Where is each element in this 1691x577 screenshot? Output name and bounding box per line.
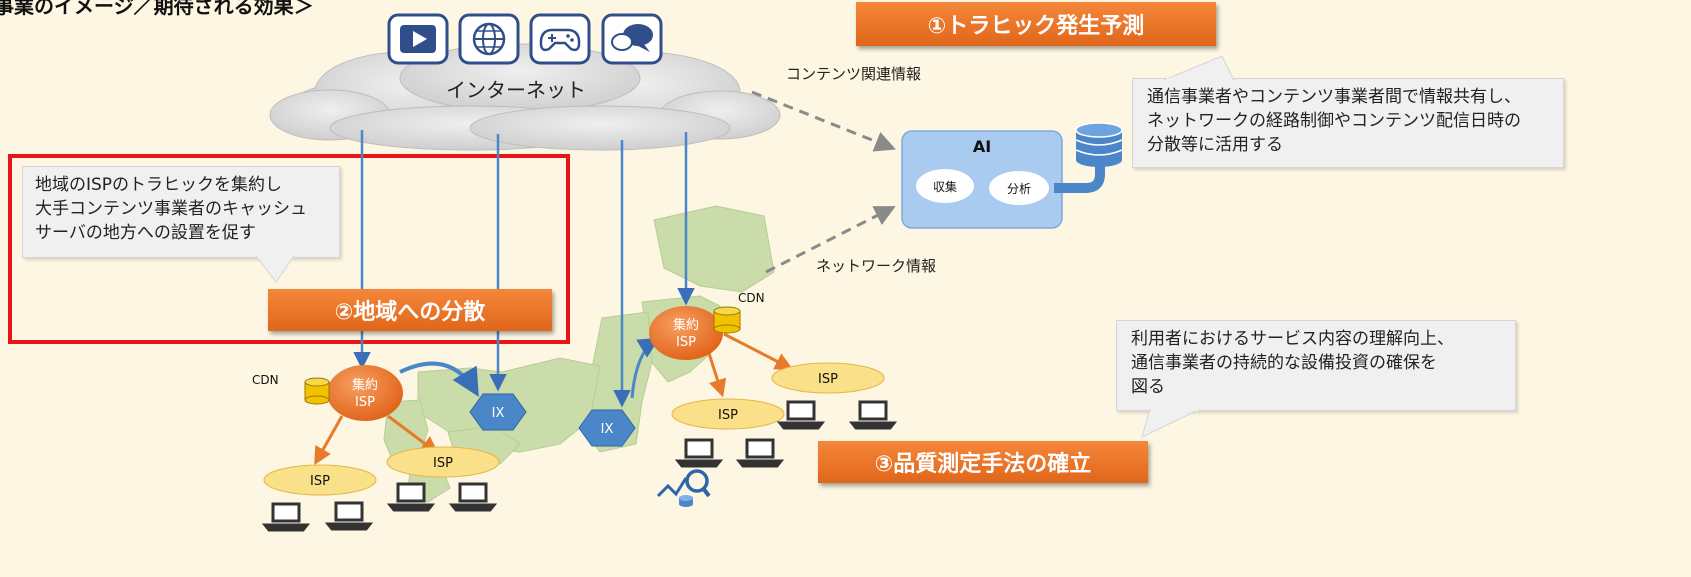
callout-ai-line-3: 分散等に活用する xyxy=(1147,135,1283,155)
callout-regional: 地域のISPのトラヒックを集約し 大手コンテンツ事業者のキャッシュ サーバの地方… xyxy=(22,166,340,258)
isp-3-label: ISP xyxy=(818,372,838,387)
ix-central-label: IX xyxy=(601,422,614,437)
banner-traffic-prediction: ①トラヒック発生予測 xyxy=(856,2,1216,46)
callout-quality-tail xyxy=(1141,409,1201,438)
callout-ai-line-1: 通信事業者やコンテンツ事業者間で情報共有し、 xyxy=(1147,87,1521,107)
chat-bubbles-icon xyxy=(601,13,663,65)
laptop-icon xyxy=(776,400,826,430)
callout-quality-line-2: 通信事業者の持続的な設備投資の確保を xyxy=(1131,353,1437,373)
isp-4-label: ISP xyxy=(718,408,738,423)
laptop-icon xyxy=(261,502,311,532)
globe-icon xyxy=(458,13,520,65)
banner-quality-measurement: ③品質測定手法の確立 xyxy=(818,441,1148,483)
ai-analyze-label: 分析 xyxy=(1007,182,1031,196)
aggregate-isp-east: 集約 ISP xyxy=(649,306,723,360)
map-hokkaido xyxy=(653,205,775,293)
isp-node-1: ISP xyxy=(263,464,377,496)
laptop-icon xyxy=(848,400,898,430)
video-play-icon xyxy=(387,13,449,65)
callout-regional-tail xyxy=(255,256,295,283)
banner-regional-distribution: ②地域への分散 xyxy=(268,289,552,331)
internet-cloud xyxy=(269,43,781,151)
ai-system: AI 収集 分析 xyxy=(901,122,1123,229)
user-devices xyxy=(261,400,898,532)
callout-quality-line-1: 利用者におけるサービス内容の理解向上、 xyxy=(1131,329,1454,349)
gamepad-icon xyxy=(529,13,591,65)
cdn-west: CDN xyxy=(252,373,330,405)
regional-highlight-frame xyxy=(8,154,570,344)
laptop-icon xyxy=(735,438,785,468)
isp-node-4: ISP xyxy=(671,398,785,430)
content-info-label: コンテンツ関連情報 xyxy=(786,65,922,83)
page-title: 事業のイメージ／期待される効果＞ xyxy=(0,0,314,18)
ix-west-label: IX xyxy=(492,406,505,421)
isp-node-3: ISP xyxy=(771,362,885,394)
internet-service-icons xyxy=(387,13,663,65)
database-icon xyxy=(1075,122,1123,167)
ix-node-west: IX xyxy=(469,393,527,431)
callout-regional-line-1: 地域のISPのトラヒックを集約し xyxy=(35,175,283,195)
cdn-east-label: CDN xyxy=(738,291,765,305)
info-flows xyxy=(751,90,896,274)
agg-isp-west-line2: ISP xyxy=(355,395,375,410)
agg-isp-east-line2: ISP xyxy=(676,335,696,350)
ai-output-arrow xyxy=(1054,160,1105,193)
callout-ai-line-2: ネットワークの経路制御やコンテンツ配信日時の xyxy=(1147,111,1521,131)
cdn-west-label: CDN xyxy=(252,373,279,387)
isp-1-label: ISP xyxy=(310,474,330,489)
agg-isp-west-line1: 集約 xyxy=(352,377,378,393)
laptop-icon xyxy=(386,482,436,512)
isp-2-label: ISP xyxy=(433,456,453,471)
magnifier-chart-icon xyxy=(656,469,711,507)
agg-isp-east-line1: 集約 xyxy=(673,317,699,333)
callout-ai-sharing: 通信事業者やコンテンツ事業者間で情報共有し、 ネットワークの経路制御やコンテンツ… xyxy=(1132,78,1564,168)
callout-regional-line-2: 大手コンテンツ事業者のキャッシュ xyxy=(35,199,307,219)
ix-node-central: IX xyxy=(578,409,636,447)
aggregate-isp-west: 集約 ISP xyxy=(327,365,403,421)
network-info-label: ネットワーク情報 xyxy=(816,257,937,275)
internet-label: インターネット xyxy=(446,78,586,102)
callout-quality-line-3: 図る xyxy=(1131,377,1165,397)
laptop-icon xyxy=(448,482,498,512)
laptop-icon xyxy=(674,438,724,468)
ai-collect-label: 収集 xyxy=(933,179,957,194)
isp-node-2: ISP xyxy=(386,446,500,478)
callout-regional-line-3: サーバの地方への設置を促す xyxy=(35,223,256,243)
laptop-icon xyxy=(324,501,374,531)
ai-title: AI xyxy=(973,137,991,156)
cdn-east: CDN xyxy=(713,291,765,334)
callout-ai-tail xyxy=(1163,56,1235,80)
callout-quality: 利用者におけるサービス内容の理解向上、 通信事業者の持続的な設備投資の確保を 図… xyxy=(1116,320,1516,411)
